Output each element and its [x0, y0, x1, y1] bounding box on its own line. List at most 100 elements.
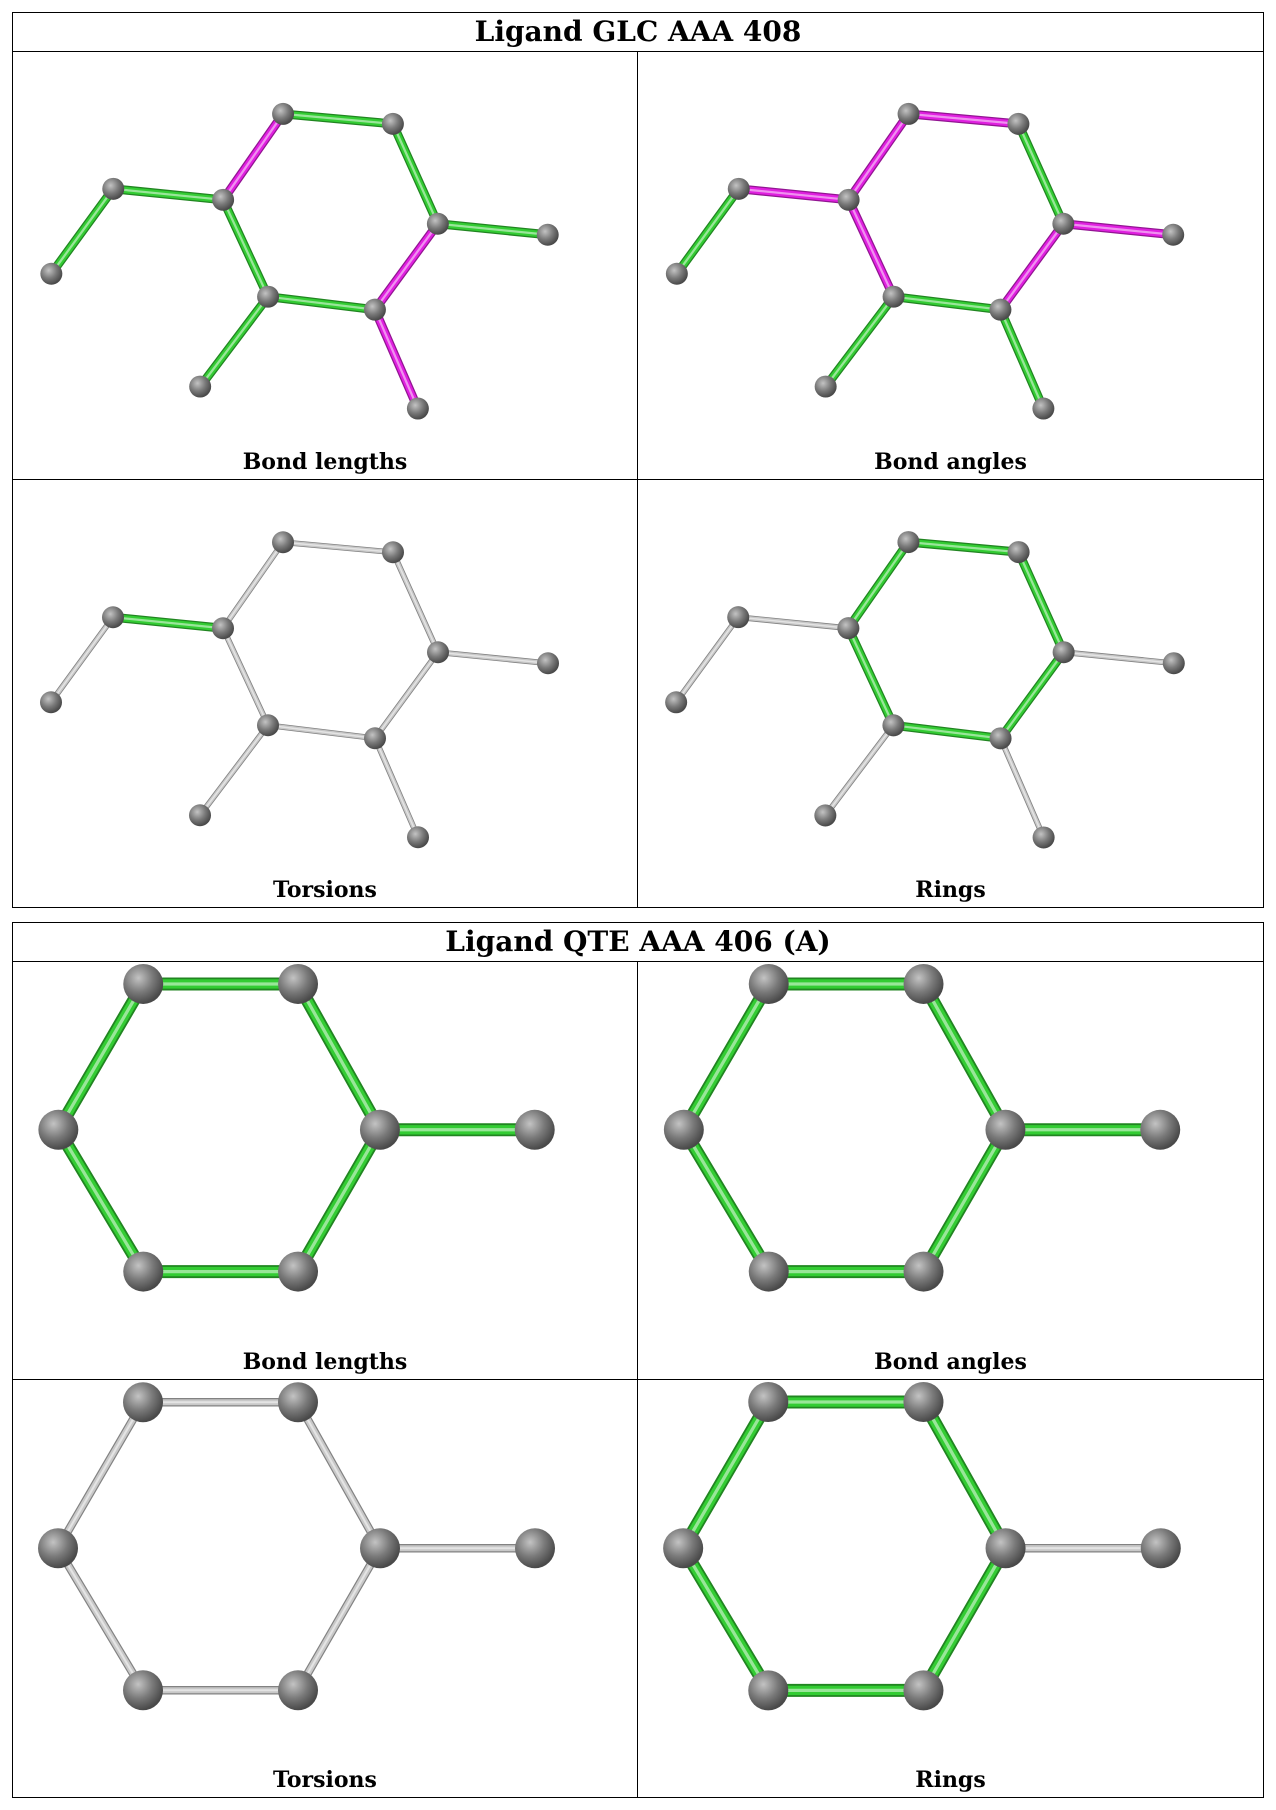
bond [677, 977, 776, 1137]
atom [123, 1669, 163, 1710]
atom [748, 963, 789, 1004]
bond [997, 734, 1047, 840]
bond [1060, 648, 1177, 666]
bond [822, 721, 897, 818]
atom [897, 102, 920, 125]
atom [382, 540, 404, 563]
atom [189, 375, 212, 398]
cell-caption: Rings [915, 877, 986, 903]
atom [663, 1527, 704, 1568]
bond [370, 219, 443, 315]
bond [676, 1395, 775, 1555]
bond [293, 1543, 385, 1694]
atom [515, 1527, 555, 1568]
atom [426, 212, 449, 235]
bond [889, 292, 1005, 315]
atom [257, 713, 279, 736]
bond [677, 1123, 776, 1279]
atom [663, 1109, 704, 1150]
molecule-diagram [665, 102, 1185, 420]
atom [837, 188, 860, 211]
atom [359, 1109, 400, 1150]
molecule-diagram [663, 1381, 1181, 1710]
atom [102, 177, 125, 200]
atom [536, 223, 559, 246]
bond [843, 623, 898, 730]
atom [748, 1381, 789, 1422]
bond [388, 119, 443, 229]
bond [220, 624, 271, 728]
bond [108, 612, 228, 633]
atom [903, 1251, 944, 1292]
atom [1007, 540, 1030, 563]
validation-grid: Bond lengths Bond angles Torsions Rings [13, 962, 1263, 1797]
atom [985, 1109, 1026, 1150]
atom [837, 616, 860, 639]
atom [1052, 212, 1075, 235]
molecule-diagram [663, 963, 1181, 1292]
atom [814, 375, 837, 398]
bond [676, 1541, 775, 1697]
atom [903, 1381, 944, 1422]
bond [51, 1123, 150, 1279]
atom [38, 1109, 79, 1150]
bond [220, 538, 286, 631]
validation-grid: Bond lengths Bond angles Torsions Rings [13, 52, 1263, 907]
cell-caption: Bond angles [874, 1348, 1027, 1375]
cell-caption: Rings [915, 1767, 986, 1793]
atom [514, 1109, 555, 1150]
atom [537, 651, 559, 674]
atom [727, 177, 750, 200]
bond [53, 1543, 148, 1694]
bond [53, 1397, 148, 1552]
atom [1140, 1109, 1181, 1150]
cell-bond-lengths: Bond lengths [13, 52, 638, 480]
atom [1032, 397, 1055, 420]
cell-caption: Bond lengths [242, 448, 408, 475]
atom [278, 1381, 318, 1422]
bond [372, 734, 421, 840]
bond [372, 648, 441, 741]
atom [407, 825, 429, 848]
cell-bond-angles: Bond angles [638, 52, 1263, 480]
bond [673, 613, 742, 705]
bond [916, 1395, 1013, 1555]
bond [280, 538, 396, 555]
bond [904, 109, 1023, 129]
cell-rings: Rings [638, 480, 1263, 908]
atom [903, 1669, 944, 1710]
bond [197, 721, 271, 818]
atom [363, 298, 386, 321]
atom [272, 530, 294, 553]
bond [293, 1397, 385, 1552]
atom [257, 285, 280, 308]
bond [903, 537, 1024, 557]
atom [40, 690, 62, 713]
bond [435, 648, 551, 666]
bond [916, 1541, 1013, 1697]
bond [888, 720, 1006, 743]
bond [1013, 119, 1068, 229]
atom [1007, 112, 1030, 135]
bond [917, 1123, 1012, 1279]
bond [917, 977, 1012, 1137]
atom [897, 530, 920, 553]
atom [882, 285, 905, 308]
bond [263, 292, 380, 315]
cell-caption: Bond lengths [242, 1348, 408, 1375]
bond [291, 1123, 387, 1279]
cell-bond-angles: Bond angles [638, 962, 1263, 1380]
atom [212, 188, 235, 211]
bond [108, 184, 228, 205]
bond [821, 292, 899, 392]
atom [102, 605, 124, 628]
bond [843, 537, 913, 633]
atom [278, 1251, 319, 1292]
atom [406, 397, 429, 420]
atom [364, 726, 386, 749]
atom [1140, 1527, 1181, 1568]
bond [46, 184, 118, 279]
bond [51, 977, 150, 1137]
bond [265, 721, 378, 741]
atom [123, 1381, 163, 1422]
